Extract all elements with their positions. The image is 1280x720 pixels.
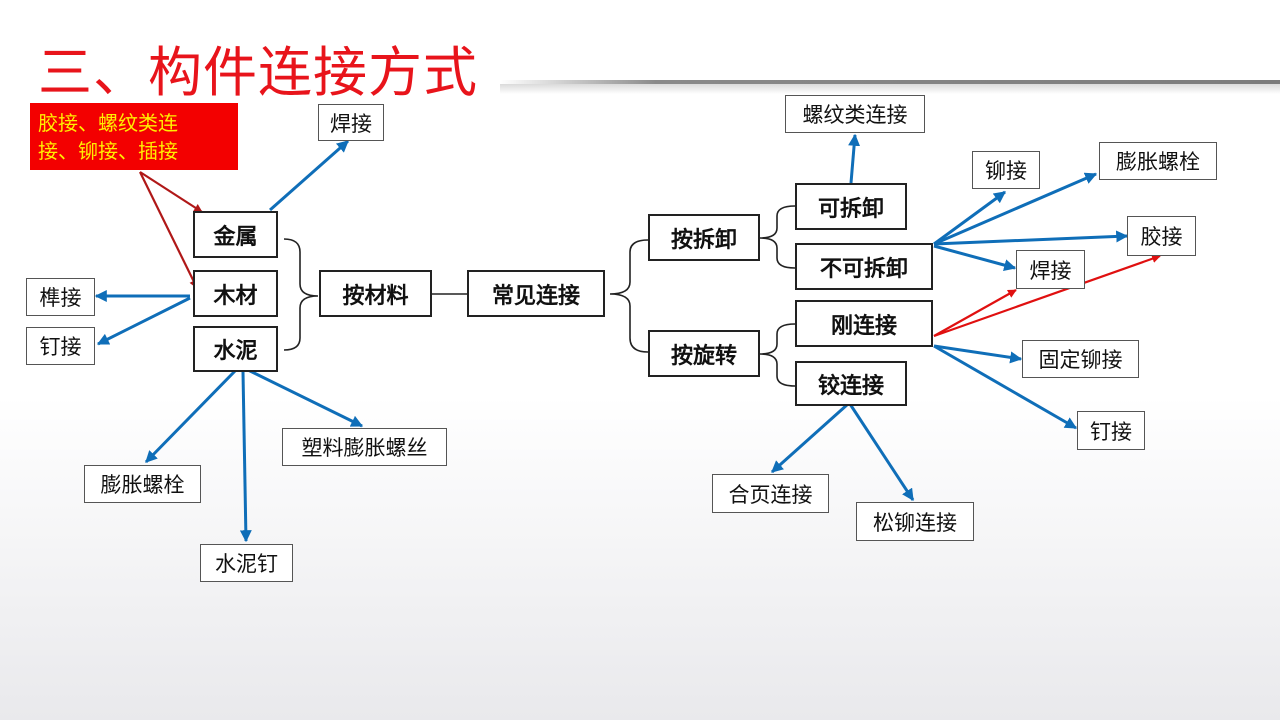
arrow-nondetach-welding: [933, 244, 1017, 271]
arrow-nondetach-rivet: [933, 190, 1006, 246]
leaf-welding-right: 焊接: [1016, 250, 1085, 289]
node-cement: 水泥: [193, 326, 278, 372]
leaf-nail-right: 钉接: [1077, 411, 1145, 450]
arrow-rigid-glue: [933, 254, 1161, 338]
node-by-disassembly: 按拆卸: [648, 214, 760, 261]
brace-disassembly: [759, 205, 796, 269]
arrow-hinged-loose: [848, 403, 915, 502]
node-metal: 金属: [193, 211, 278, 258]
leaf-expansion-bolt-left: 膨胀螺栓: [84, 465, 201, 503]
callout-note: 胶接、螺纹类连 接、铆接、插接: [30, 103, 238, 170]
arrow-detachable-threaded: [848, 133, 861, 184]
leaf-mortise: 榫接: [26, 278, 95, 316]
arrow-rigid-nail: [933, 344, 1078, 430]
node-common-connection: 常见连接: [467, 270, 605, 317]
title-rule: [500, 80, 1280, 84]
node-hinged: 铰连接: [795, 361, 907, 406]
callout-arrow-wood: [139, 171, 198, 289]
arrow-wood-nail: [96, 296, 191, 346]
page-title: 三、构件连接方式: [38, 41, 478, 104]
leaf-welding-top: 焊接: [318, 104, 384, 141]
brace-rotation: [759, 323, 796, 387]
node-wood: 木材: [193, 270, 278, 317]
callout-line-2: 接、铆接、插接: [38, 139, 178, 163]
leaf-plastic-anchor: 塑料膨胀螺丝: [282, 428, 447, 466]
brace-material: [283, 238, 319, 351]
leaf-nail-left: 钉接: [26, 327, 95, 365]
callout-arrows: [139, 171, 203, 289]
leaf-fixed-rivet: 固定铆接: [1022, 340, 1139, 378]
arrow-cement-anchor: [247, 368, 364, 428]
node-non-detachable: 不可拆卸: [795, 243, 933, 290]
node-by-rotation: 按旋转: [648, 330, 760, 377]
leaf-threaded: 螺纹类连接: [785, 95, 925, 133]
leaf-rivet: 铆接: [972, 151, 1040, 189]
arrow-rigid-fixedrivet: [933, 344, 1023, 364]
leaf-hinge: 合页连接: [712, 474, 829, 513]
leaf-cement-nail: 水泥钉: [200, 544, 293, 582]
arrow-cement-nail: [239, 371, 252, 543]
callout-line-1: 胶接、螺纹类连: [38, 111, 178, 135]
arrow-nondetach-glue: [933, 230, 1129, 246]
blue-arrows: [94, 133, 1129, 543]
node-by-material: 按材料: [319, 270, 432, 317]
brace-common: [609, 239, 649, 353]
arrow-hinged-hinge: [770, 402, 850, 474]
leaf-loose-rivet: 松铆连接: [856, 502, 974, 541]
arrow-metal-welding: [269, 139, 349, 212]
title-rule-shadow: [500, 84, 1280, 94]
callout-arrow-metal: [139, 171, 203, 213]
arrow-rigid-welding: [933, 289, 1017, 337]
red-arrows: [933, 254, 1161, 338]
node-detachable: 可拆卸: [795, 183, 907, 230]
arrow-nondetach-expansion: [933, 172, 1098, 246]
leaf-expansion-bolt-right: 膨胀螺栓: [1099, 142, 1217, 180]
leaf-glue: 胶接: [1127, 216, 1196, 256]
node-rigid: 刚连接: [795, 300, 933, 347]
arrow-cement-expansion: [144, 368, 238, 464]
tree-braces: [283, 205, 796, 387]
